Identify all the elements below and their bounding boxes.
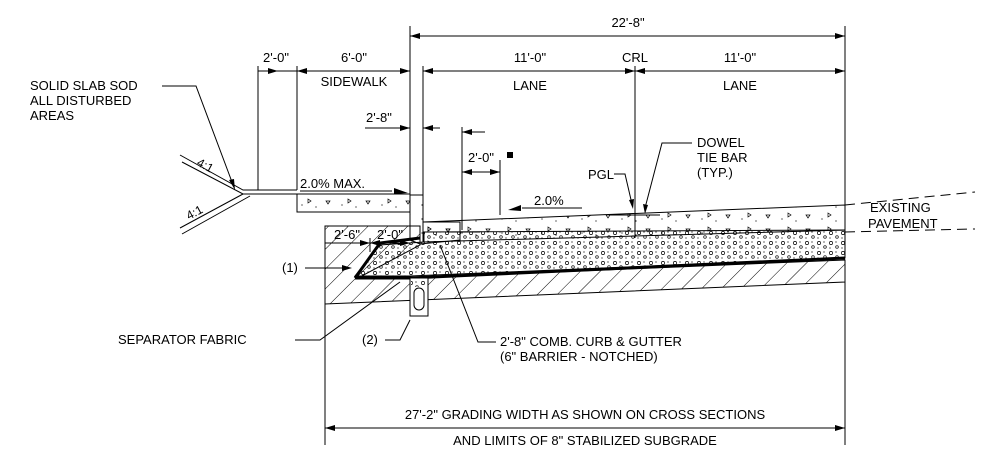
overall-width-label: 22'-8" bbox=[611, 15, 645, 30]
curb-gutter-callout: 2'-8" COMB. CURB & GUTTER (6" BARRIER - … bbox=[439, 244, 682, 364]
dimension-gutter-2-0: 2'-0" bbox=[461, 127, 513, 230]
grading-label-line2: AND LIMITS OF 8" STABILIZED SUBGRADE bbox=[453, 433, 717, 448]
dimension-overall: 22'-8" bbox=[409, 15, 846, 208]
sidewalk-width-label: 6'-0" bbox=[341, 50, 367, 65]
sod-callout: SOLID SLAB SOD ALL DISTURBED AREAS bbox=[30, 78, 235, 190]
slope-lower-label: 4:1 bbox=[184, 202, 206, 222]
slope-sidewalk: 2.0% MAX. bbox=[300, 176, 408, 194]
grading-label-line1: 27'-2" GRADING WIDTH AS SHOWN ON CROSS S… bbox=[405, 407, 766, 422]
slope-lane-label: 2.0% bbox=[534, 193, 564, 208]
offset-2-0-label: 2'-0" bbox=[263, 50, 289, 65]
sidewalk-slab bbox=[296, 193, 411, 213]
separator-fabric-callout: SEPARATOR FABRIC bbox=[118, 281, 401, 347]
existing-label-line2: PAVEMENT bbox=[868, 216, 938, 231]
curb-gutter-label-line2: (6" BARRIER - NOTCHED) bbox=[500, 349, 658, 364]
curb-gutter-label-line1: 2'-8" COMB. CURB & GUTTER bbox=[500, 334, 682, 349]
pgl-label: PGL bbox=[588, 167, 614, 182]
dowel-label-line2: TIE BAR bbox=[697, 150, 748, 165]
dimension-sub: 2'-6" 2'-0" bbox=[324, 226, 410, 268]
sod-label-line3: AREAS bbox=[30, 108, 74, 123]
concrete-pavement bbox=[422, 204, 846, 243]
underdrain bbox=[409, 277, 429, 317]
note-2: (2) bbox=[362, 319, 411, 347]
sod-label-line2: ALL DISTURBED bbox=[30, 93, 131, 108]
dowel-callout: DOWEL TIE BAR (TYP.) bbox=[643, 135, 748, 214]
grading-width: 27'-2" GRADING WIDTH AS SHOWN ON CROSS S… bbox=[324, 282, 846, 448]
slope-sidewalk-label: 2.0% MAX. bbox=[300, 176, 365, 191]
dimension-lanes: 11'-0" 11'-0" CRL LANE LANE bbox=[422, 50, 845, 238]
note-1-label: (1) bbox=[282, 260, 298, 275]
note-1: (1) bbox=[282, 260, 352, 275]
lane-width-left: 11'-0" bbox=[514, 50, 547, 65]
slope-upper-label: 4:1 bbox=[195, 155, 217, 175]
lane-label-left: LANE bbox=[513, 78, 547, 93]
note-square-marker bbox=[507, 152, 513, 158]
pgl-callout: PGL bbox=[588, 167, 634, 209]
sod-label-line1: SOLID SLAB SOD bbox=[30, 78, 138, 93]
sub-2-0-label: 2'-0" bbox=[377, 227, 403, 242]
existing-pavement: EXISTING PAVEMENT bbox=[844, 191, 976, 233]
sub-2-6-label: 2'-6" bbox=[334, 227, 360, 242]
dimension-sidewalk: 2'-0" 6'-0" SIDEWALK bbox=[257, 50, 410, 190]
dimension-curb-2-8: 2'-8" bbox=[365, 110, 440, 131]
slope-lane: 2.0% bbox=[508, 193, 582, 211]
gutter-2-0-label: 2'-0" bbox=[468, 150, 494, 165]
curb-2-8-label: 2'-8" bbox=[366, 110, 392, 125]
dowel-label-line1: DOWEL bbox=[697, 135, 745, 150]
lane-width-right: 11'-0" bbox=[724, 50, 757, 65]
sidewalk-label: SIDEWALK bbox=[321, 74, 388, 89]
note-2-label: (2) bbox=[362, 332, 378, 347]
existing-label-line1: EXISTING bbox=[870, 200, 931, 215]
crl-label: CRL bbox=[622, 50, 648, 65]
separator-fabric-label: SEPARATOR FABRIC bbox=[118, 332, 247, 347]
side-slopes: 4:1 4:1 bbox=[179, 154, 297, 235]
dowel-label-line3: (TYP.) bbox=[697, 165, 733, 180]
lane-label-right: LANE bbox=[723, 78, 757, 93]
